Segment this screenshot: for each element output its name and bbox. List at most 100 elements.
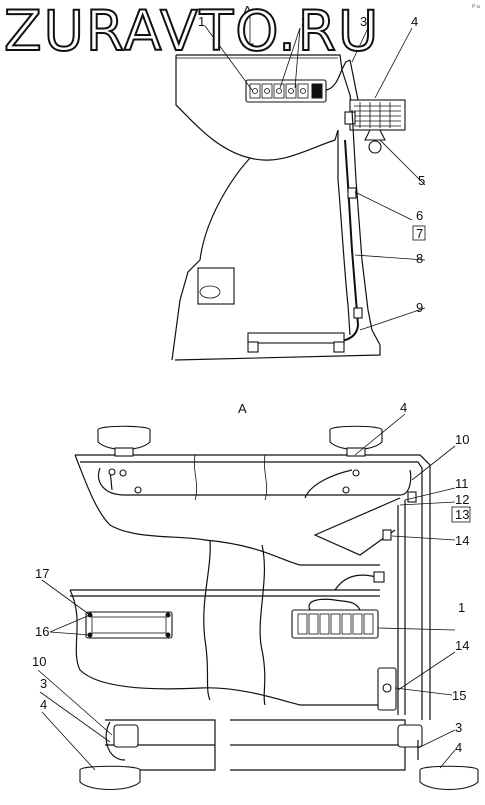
leader-b3-left <box>39 691 111 743</box>
leader-2a <box>279 27 301 89</box>
leader-b16a <box>49 614 91 633</box>
callout-b3-left: 3 <box>40 676 47 691</box>
relay-terminal <box>382 683 392 693</box>
corner-mark: Р-а <box>472 4 480 10</box>
callout-b4-top: 4 <box>400 400 407 415</box>
floor-clip <box>333 341 345 353</box>
switch-knob <box>300 88 306 94</box>
right-corner-bracket <box>397 724 423 748</box>
switch-knob <box>276 88 282 94</box>
console-box <box>197 267 235 305</box>
callout-b14-low: 14 <box>455 638 469 653</box>
callout-1: 1 <box>198 14 205 29</box>
strip-seam <box>193 454 198 501</box>
callout-b17: 17 <box>35 566 49 581</box>
switch-block-row <box>297 613 374 635</box>
switch <box>249 83 261 99</box>
switch-wires <box>308 598 361 611</box>
callout-b16: 16 <box>35 624 49 639</box>
callout-b4-left: 4 <box>40 697 47 712</box>
right-top-lamp <box>329 425 383 451</box>
pillar-inner <box>337 130 351 336</box>
lamp-bracket <box>364 129 386 141</box>
leader-b14-low <box>397 651 456 691</box>
switch <box>261 83 273 99</box>
callout-b12: 12 <box>455 492 469 507</box>
work-lamp-body <box>349 99 406 131</box>
leader-5 <box>379 139 426 186</box>
cable-along-pillar <box>250 139 360 343</box>
pillar-outer <box>351 109 373 331</box>
leader-b16b <box>49 631 91 636</box>
callout-6: 6 <box>416 208 423 223</box>
callout-9: 9 <box>416 300 423 315</box>
leader-b4-left <box>41 711 96 771</box>
interior-lamp <box>85 611 173 639</box>
switch-dark <box>311 83 323 99</box>
leader-2b <box>294 27 301 89</box>
break-upper <box>74 454 380 566</box>
bottom-left-lamp <box>79 765 141 790</box>
leader-b10 <box>411 445 456 481</box>
wire-clip <box>134 486 142 494</box>
callout-2: 2 <box>301 14 308 29</box>
cable-clip <box>347 187 357 199</box>
switch-row <box>249 83 323 99</box>
callout-8: 8 <box>416 251 423 266</box>
top-view-label: A <box>243 3 252 18</box>
lamp-connector <box>344 111 356 125</box>
callout-b10-left: 10 <box>32 654 46 669</box>
console-knob <box>199 285 221 299</box>
switch-knob <box>264 88 270 94</box>
left-top-lamp <box>97 425 151 451</box>
leader-3 <box>351 27 369 63</box>
callout-b15: 15 <box>452 688 466 703</box>
view-arrow-head <box>246 43 254 52</box>
leader-9 <box>359 307 426 331</box>
roof-frame-inner <box>80 461 423 720</box>
right-top-lamp-base <box>346 447 366 457</box>
interior-lamp-lens <box>91 616 167 634</box>
strip-seam <box>263 454 268 501</box>
wire-terminal <box>352 469 360 477</box>
wire-clip <box>342 486 350 494</box>
switch-knob <box>252 88 258 94</box>
leader-b3-right <box>417 729 456 749</box>
cab-floor <box>174 329 381 361</box>
leader-b1 <box>377 627 456 631</box>
callout-7-box <box>412 225 426 241</box>
lamp-grille <box>354 102 401 128</box>
leader-b10-left <box>37 669 113 736</box>
break-lower <box>69 589 395 706</box>
callout-7: 7 <box>416 226 423 241</box>
leader-b4 <box>354 413 406 456</box>
bottom-view-label: A <box>238 401 247 416</box>
lamp-screw <box>165 612 171 618</box>
wire-branch <box>313 497 401 556</box>
leader-4 <box>374 27 413 99</box>
callout-3: 3 <box>360 14 367 29</box>
floor-clip <box>247 341 259 353</box>
cable-to-lamp <box>349 59 359 101</box>
top-view: A <box>171 3 426 361</box>
left-top-lamp-base <box>114 447 134 457</box>
leader-b11 <box>404 487 456 501</box>
left-corner-wire <box>105 721 126 761</box>
switch <box>273 83 285 99</box>
floor-bracket <box>247 332 345 344</box>
roof-frame-top <box>75 454 431 720</box>
callout-b1: 1 <box>458 600 465 615</box>
callout-b4-right: 4 <box>455 740 462 755</box>
switch-knob <box>288 88 294 94</box>
cable-harness <box>325 59 351 91</box>
cable-clip <box>353 307 363 319</box>
bottom-right-lamp <box>419 765 479 790</box>
callout-5: 5 <box>418 173 425 188</box>
switch <box>285 83 297 99</box>
leader-8 <box>354 254 426 261</box>
wire-drop-right <box>304 469 353 499</box>
wire-top-run <box>97 467 412 496</box>
callout-b14-mid: 14 <box>455 533 469 548</box>
